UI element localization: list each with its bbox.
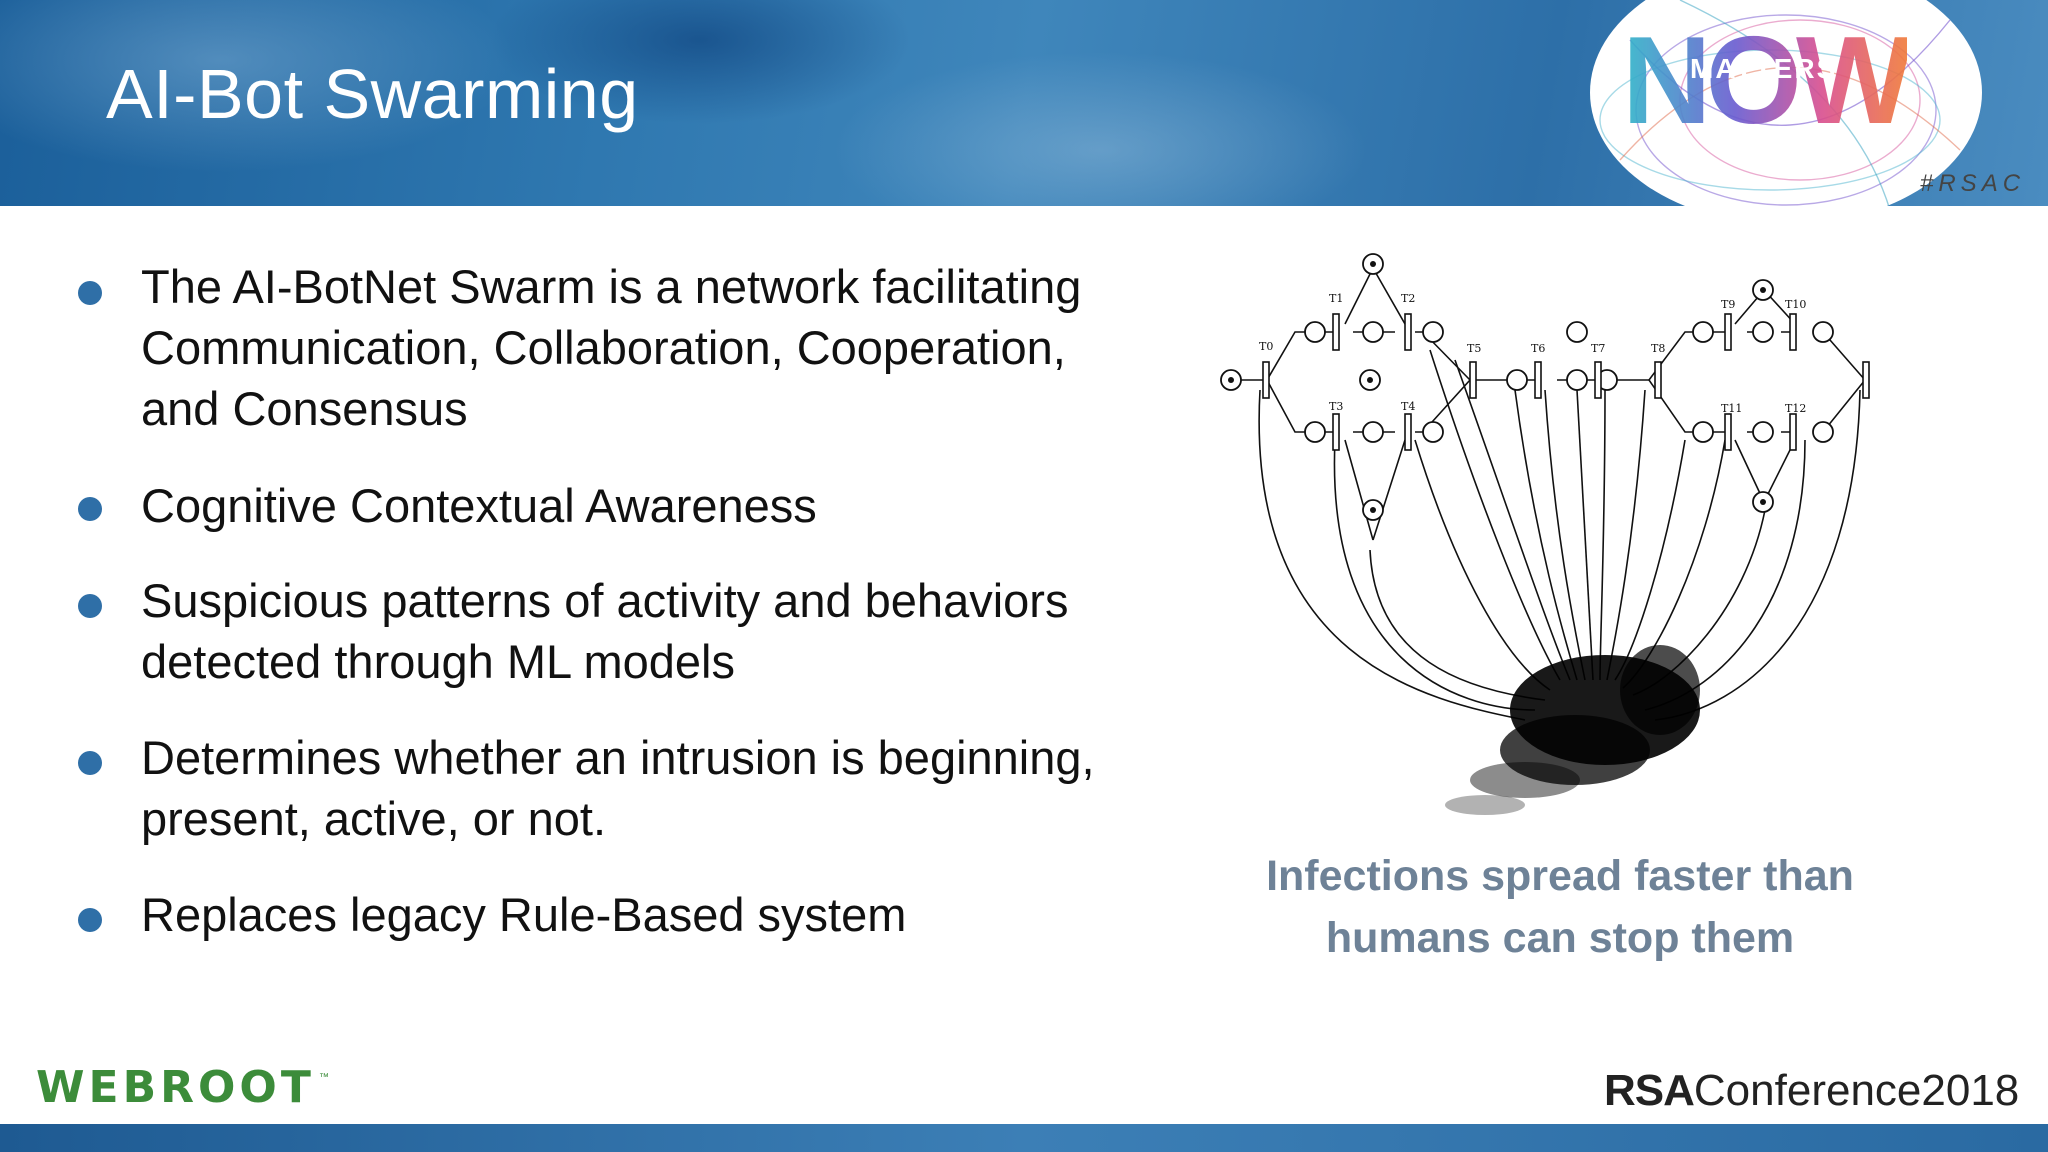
badge-scribble-graphic	[1599, 0, 1961, 211]
transition-label: T2	[1401, 292, 1415, 305]
diagram-caption: Infections spread faster than humans can…	[1180, 845, 1940, 969]
swarm-blob	[1445, 645, 1700, 815]
transition-label: T9	[1721, 298, 1735, 311]
badge-now-text: NOW	[1622, 12, 1913, 150]
transition-label: T4	[1401, 400, 1415, 413]
slide-title: AI-Bot Swarming	[106, 55, 639, 133]
bullet-dot	[78, 908, 102, 932]
bullet-dot	[78, 751, 102, 775]
transition-label: T10	[1785, 298, 1806, 311]
trademark-mark: ™	[319, 1072, 329, 1083]
bullet-text: Suspicious patterns of activity and beha…	[141, 574, 1069, 688]
badge-matters-text: MATTERS	[1690, 53, 1838, 84]
transition-label: T11	[1721, 402, 1742, 415]
now-matters-badge: NOW MATTERS	[1590, 0, 1982, 225]
transition-label: T8	[1651, 342, 1665, 355]
footer-band	[0, 1124, 2048, 1152]
rsa-logo-text: RSA	[1604, 1066, 1695, 1115]
caption-line-2: humans can stop them	[1325, 914, 1795, 962]
bullet-dot	[78, 594, 102, 618]
hashtag-label: #RSAC	[1920, 170, 2026, 197]
petri-net-swarm-diagram: T0 T1 T2 T3 T4 T5 T6 T7 T8 T9 T10 T11 T1…	[1220, 253, 1870, 815]
transition-label: T7	[1591, 342, 1605, 355]
transition-label: T6	[1531, 342, 1545, 355]
conference-text: Conference2018	[1693, 1066, 2020, 1115]
caption-line-1: Infections spread faster than	[1266, 852, 1854, 900]
transition-label: T5	[1467, 342, 1481, 355]
transition-label: T3	[1329, 400, 1343, 413]
transition-label: T1	[1329, 292, 1343, 305]
bullet-dot	[78, 497, 102, 521]
webroot-logo: WEBROOT	[36, 1062, 315, 1113]
transition-label: T12	[1785, 402, 1806, 415]
transition-label: T0	[1259, 340, 1273, 353]
bullet-text: Cognitive Contextual Awareness	[141, 479, 817, 532]
bullet-text: Determines whether an intrusion is begin…	[141, 731, 1095, 845]
bullet-text: The AI-BotNet Swarm is a network facilit…	[141, 260, 1082, 435]
rsa-conference-logo: RSAConference2018	[1604, 1066, 2019, 1116]
bullet-dot	[78, 281, 102, 305]
bullet-text: Replaces legacy Rule-Based system	[141, 888, 907, 941]
